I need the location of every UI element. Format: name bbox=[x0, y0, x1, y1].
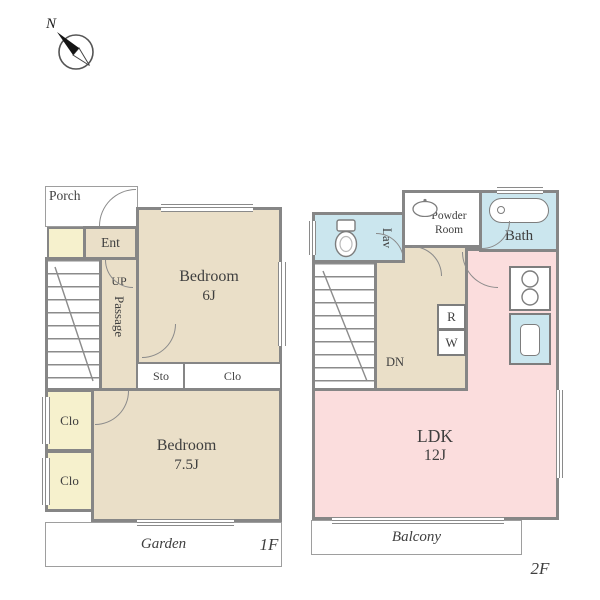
refrigerator-label: R bbox=[447, 309, 456, 325]
window bbox=[308, 221, 316, 255]
window-mullion bbox=[161, 207, 253, 209]
clo-label: Clo bbox=[60, 412, 79, 428]
room-stairs-2f bbox=[312, 260, 377, 391]
window bbox=[555, 390, 563, 478]
shoe-cabinet bbox=[47, 227, 85, 259]
washer-label: W bbox=[445, 334, 458, 350]
ldk-label: LDK 12J bbox=[380, 426, 490, 465]
window bbox=[497, 186, 543, 194]
sink-icon bbox=[412, 198, 438, 217]
window-mullion bbox=[281, 262, 283, 346]
bath-label: Bath bbox=[504, 228, 534, 244]
bathtub-icon bbox=[489, 198, 549, 223]
stove-icon bbox=[509, 266, 551, 311]
floor-label-2f: 2F bbox=[530, 559, 550, 578]
clo-label: Clo bbox=[223, 369, 242, 384]
window-mullion bbox=[332, 519, 504, 521]
window bbox=[332, 516, 504, 524]
room-ent: Ent bbox=[83, 226, 138, 260]
washer-box: W bbox=[437, 329, 466, 356]
bathtub-drain bbox=[497, 206, 505, 214]
window bbox=[278, 262, 286, 346]
window bbox=[137, 518, 234, 526]
toilet-icon bbox=[334, 219, 358, 258]
window bbox=[42, 458, 50, 505]
room-clo-lower: Clo bbox=[45, 450, 94, 512]
window-mullion bbox=[137, 521, 234, 523]
window bbox=[161, 204, 253, 212]
ldk-name: LDK bbox=[417, 426, 453, 446]
sto-label: Sto bbox=[152, 369, 169, 384]
clo-label: Clo bbox=[60, 473, 79, 489]
window bbox=[42, 397, 50, 444]
room-bedroom-7-5j: Bedroom 7.5J bbox=[91, 388, 282, 522]
window-mullion bbox=[311, 221, 313, 255]
refrigerator-box: R bbox=[437, 304, 466, 330]
bedroom75-size: 7.5J bbox=[174, 456, 199, 473]
window-mullion bbox=[45, 458, 47, 505]
ldk-size: 12J bbox=[423, 447, 447, 464]
north-arrow-icon: N bbox=[45, 16, 94, 70]
stairs-direction-line bbox=[54, 266, 94, 382]
window-mullion bbox=[558, 390, 560, 478]
kitchen-sink-icon bbox=[509, 313, 551, 365]
powder-room-label-line1: Powder bbox=[431, 210, 467, 223]
powder-room-label-line2: Room bbox=[434, 224, 464, 236]
bedroom6-name: Bedroom bbox=[179, 268, 239, 286]
sink-basin bbox=[520, 324, 540, 356]
north-label: N bbox=[45, 16, 57, 32]
room-clo-upper: Clo bbox=[45, 389, 94, 452]
room-clo-bedroom6: Clo bbox=[183, 362, 282, 391]
stairs-direction-line bbox=[322, 270, 368, 382]
garden-area: Garden bbox=[45, 522, 282, 567]
passage-label: Passage bbox=[111, 296, 127, 338]
dn-label: DN bbox=[386, 355, 405, 369]
window-mullion bbox=[45, 397, 47, 444]
room-stairs-1f bbox=[45, 257, 102, 391]
garden-label: Garden bbox=[140, 536, 187, 552]
balcony-area: Balcony bbox=[311, 520, 522, 555]
room-sto: Sto bbox=[136, 362, 186, 391]
bedroom75-name: Bedroom bbox=[156, 437, 217, 455]
balcony-label: Balcony bbox=[391, 529, 442, 545]
ent-label: Ent bbox=[101, 234, 120, 250]
floor-label-1f: 1F bbox=[259, 535, 279, 554]
room-powder: Powder Room bbox=[402, 190, 482, 248]
bedroom6-size: 6J bbox=[202, 287, 216, 304]
porch-label: Porch bbox=[49, 188, 81, 203]
window-mullion bbox=[497, 189, 543, 191]
